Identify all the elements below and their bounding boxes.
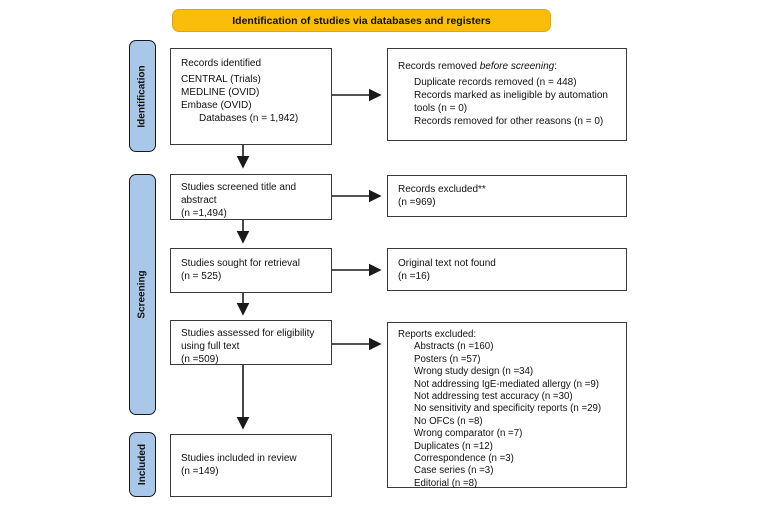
- studies-eligibility-label: Studies assessed for eligibility using f…: [181, 328, 315, 352]
- records-removed-title-suffix: :: [554, 61, 557, 72]
- exclusion-item: Records marked as ineligible by automati…: [414, 90, 608, 114]
- source-line: Embase (OVID): [181, 100, 252, 111]
- stage-screening-label: Screening: [137, 270, 149, 319]
- exclusion-item: Abstracts (n =160): [414, 341, 494, 353]
- stage-screening: Screening: [129, 174, 156, 415]
- source-line: MEDLINE (OVID): [181, 87, 260, 98]
- exclusion-item: No sensitivity and specificity reports (…: [414, 403, 602, 415]
- records-removed-title-prefix: Records removed: [398, 61, 480, 72]
- records-identified-sources: CENTRAL (Trials) MEDLINE (OVID) Embase (OV…: [181, 73, 323, 112]
- studies-screened-label: Studies screened title and abstract: [181, 182, 297, 206]
- exclusion-item: Duplicate records removed (n = 448): [414, 77, 577, 88]
- exclusion-item: Editorial (n =8): [414, 477, 478, 489]
- studies-included-label: Studies included in review: [181, 453, 297, 464]
- studies-eligibility-count: (n =509): [181, 354, 219, 365]
- box-studies-included: Studies included in review (n =149): [170, 434, 332, 497]
- exclusion-item: Wrong study design (n =34): [414, 366, 534, 378]
- box-studies-screened: Studies screened title and abstract (n =…: [170, 174, 332, 220]
- box-reports-excluded: Reports excluded: Abstracts (n =160)Post…: [387, 322, 627, 490]
- stage-identification: Identification: [129, 40, 156, 152]
- records-removed-title-italic: before screening: [479, 61, 555, 72]
- box-text-not-found: Original text not found (n =16): [387, 248, 627, 291]
- exclusion-item: Not addressing IgE-mediated allergy (n =…: [414, 378, 599, 390]
- studies-retrieval-label: Studies sought for retrieval: [181, 258, 300, 269]
- text-not-found-count: (n =16): [398, 271, 430, 282]
- banner-label: Identification of studies via databases …: [232, 14, 491, 27]
- reports-excluded-title: Reports excluded:: [398, 329, 477, 340]
- stage-included-label: Included: [137, 443, 148, 486]
- records-removed-items: Duplicate records removed (n = 448) Recor…: [398, 76, 618, 128]
- box-records-identified: Records identified CENTRAL (Trials) MEDLI…: [170, 48, 332, 145]
- exclusion-item: No OFCs (n =8): [414, 415, 483, 427]
- records-removed-title: Records removed before screening:: [398, 60, 618, 73]
- stage-identification-label: Identification: [137, 64, 149, 128]
- records-excluded-count: (n =969): [398, 197, 436, 208]
- exclusion-item: Not addressing test accuracy (n =30): [414, 391, 573, 403]
- exclusion-item: Posters (n =57): [414, 353, 481, 365]
- box-records-excluded: Records excluded** (n =969): [387, 175, 627, 217]
- stage-included: Included: [129, 432, 156, 497]
- exclusion-item: Wrong comparator (n =7): [414, 428, 523, 440]
- source-line: CENTRAL (Trials): [181, 74, 261, 85]
- records-identified-title: Records identified: [181, 58, 262, 69]
- exclusion-item: Records removed for other reasons (n = 0…: [414, 116, 604, 127]
- records-identified-databases: Databases (n = 1,942): [199, 113, 299, 124]
- box-records-removed: Records removed before screening: Duplic…: [387, 48, 627, 141]
- box-studies-eligibility: Studies assessed for eligibility using f…: [170, 320, 332, 365]
- banner-title: Identification of studies via databases …: [172, 9, 551, 32]
- text-not-found-label: Original text not found: [398, 258, 496, 269]
- exclusion-item: Case series (n =3): [414, 465, 494, 477]
- exclusion-item: Duplicates (n =12): [414, 440, 493, 452]
- exclusion-item: Correspondence (n =3): [414, 453, 514, 465]
- reports-excluded-items: Abstracts (n =160)Posters (n =57)Wrong s…: [398, 341, 618, 490]
- studies-retrieval-count: (n = 525): [181, 271, 222, 282]
- box-studies-retrieval: Studies sought for retrieval (n = 525): [170, 248, 332, 293]
- studies-screened-count: (n =1,494): [181, 208, 227, 219]
- records-excluded-label: Records excluded**: [398, 184, 486, 195]
- studies-included-count: (n =149): [181, 466, 219, 477]
